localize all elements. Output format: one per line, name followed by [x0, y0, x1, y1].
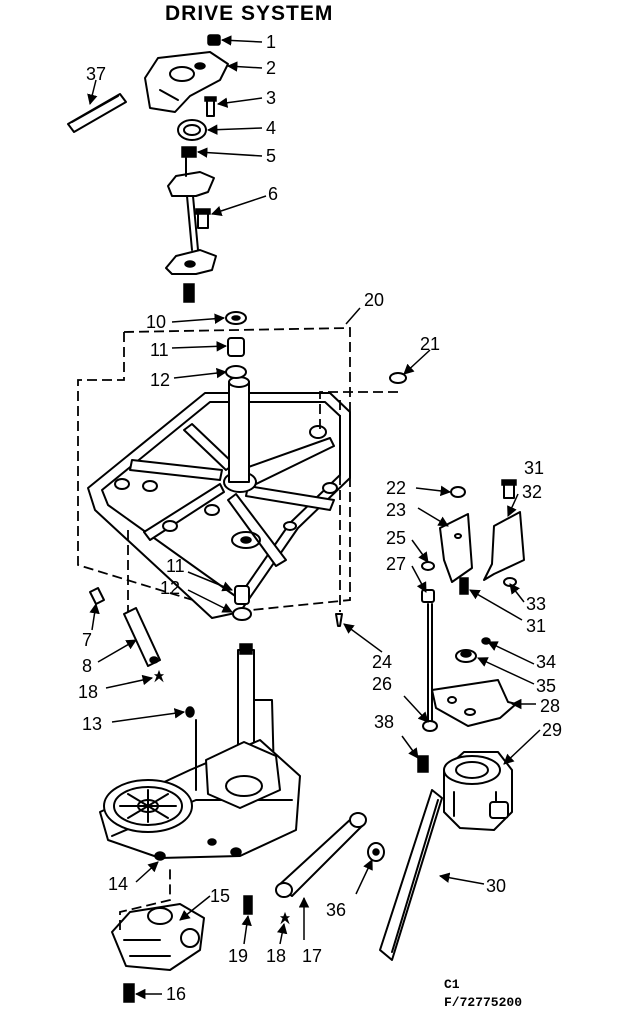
- part-25-washer: [421, 561, 435, 571]
- part-7-pin: [89, 587, 105, 605]
- diagram-title: DRIVE SYSTEM: [165, 2, 333, 25]
- part-21-leader-dashed: [319, 391, 398, 432]
- part-31-screw-top: [501, 479, 517, 499]
- callout-37: 37: [86, 64, 106, 84]
- callout-24: 24: [372, 652, 392, 672]
- footer-code-line-2: F/72775200: [444, 995, 522, 1010]
- part-21-nut: [389, 372, 407, 384]
- callout-17: 17: [302, 946, 322, 966]
- callout-12-bottom: 12: [160, 578, 180, 598]
- callout-16: 16: [166, 984, 186, 1004]
- callout-25: 25: [386, 528, 406, 548]
- callout-1: 1: [266, 32, 276, 52]
- part-12-washer-top: [225, 365, 247, 379]
- callout-21: 21: [420, 334, 440, 354]
- callout-23: 23: [386, 500, 406, 520]
- part-6-screw: [195, 208, 211, 229]
- part-26-rod: [422, 603, 438, 732]
- callout-7: 7: [82, 630, 92, 650]
- callout-19: 19: [228, 946, 248, 966]
- part-20-base-plate: [87, 376, 351, 619]
- callout-30: 30: [486, 876, 506, 896]
- callout-10: 10: [146, 312, 166, 332]
- callout-38: 38: [374, 712, 394, 732]
- part-13-ball: [185, 706, 195, 718]
- part-19-screw: [243, 895, 253, 915]
- callout-11-top: 11: [150, 340, 169, 360]
- part-4-ring: [177, 119, 207, 141]
- part-12-washer-bottom: [232, 607, 252, 621]
- part-27-nut: [421, 589, 435, 603]
- callout-31-top: 31: [524, 458, 544, 478]
- footer-code-line-1: C1: [444, 977, 460, 992]
- callout-26: 26: [372, 674, 392, 694]
- part-30-shield: [379, 789, 443, 961]
- part-31-screw-bottom: [459, 577, 469, 595]
- part-2-bracket: [144, 51, 229, 113]
- part-3-screw: [204, 96, 217, 117]
- part-29-motor: [443, 751, 513, 831]
- callout-27: 27: [386, 554, 406, 574]
- part-1-nut: [207, 34, 221, 46]
- part-11-bushing-bottom: [234, 585, 250, 605]
- callout-3: 3: [266, 88, 276, 108]
- callout-22: 22: [386, 478, 406, 498]
- transmission-assembly: [99, 643, 301, 861]
- part-10-cap: [225, 311, 247, 325]
- part-32-bracket: [483, 511, 525, 581]
- callout-13: 13: [82, 714, 102, 734]
- part-38-screw: [417, 755, 429, 773]
- callout-32: 32: [522, 482, 542, 502]
- callout-36: 36: [326, 900, 346, 920]
- part-36-fitting: [367, 842, 385, 862]
- callout-34: 34: [536, 652, 556, 672]
- part-24-clip: [335, 400, 343, 627]
- part-28-mount-plate: [431, 679, 517, 727]
- part-5-shaft-assembly: [165, 146, 217, 303]
- part-18-star-left: [153, 669, 165, 683]
- callout-31-bottom: 31: [526, 616, 546, 636]
- callout-12-top: 12: [150, 370, 170, 390]
- callout-6: 6: [268, 184, 278, 204]
- callout-20: 20: [364, 290, 384, 310]
- callout-29: 29: [542, 720, 562, 740]
- callout-35: 35: [536, 676, 556, 696]
- callout-33: 33: [526, 594, 546, 614]
- callout-11-bottom: 11: [166, 556, 185, 576]
- part-11-bushing-top: [227, 337, 245, 357]
- part-17-arm: [275, 812, 367, 898]
- leader-lines: [87, 35, 541, 1000]
- part-35-grommet: [455, 649, 477, 663]
- callout-15: 15: [210, 886, 230, 906]
- part-22-nut: [450, 486, 466, 498]
- part-37-rod: [67, 93, 127, 133]
- part-16-screw: [123, 983, 135, 1003]
- callout-28: 28: [540, 696, 560, 716]
- callout-labels: 1 2 3 4 5 6 37 10 11 12 20 21 11 12 7 8 …: [78, 32, 562, 1004]
- part-8-link: [123, 530, 161, 667]
- part-18-star-bottom: [279, 911, 291, 925]
- callout-8: 8: [82, 656, 92, 676]
- callout-18-left: 18: [78, 682, 98, 702]
- callout-4: 4: [266, 118, 276, 138]
- part-23-bracket: [439, 513, 473, 583]
- callout-18-bottom: 18: [266, 946, 286, 966]
- callout-2: 2: [266, 58, 276, 78]
- callout-14: 14: [108, 874, 128, 894]
- callout-5: 5: [266, 146, 276, 166]
